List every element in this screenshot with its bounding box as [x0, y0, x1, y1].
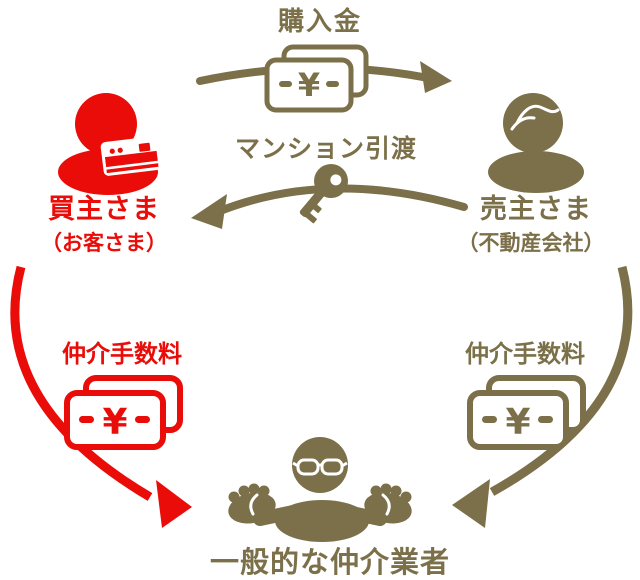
- buyer-fee-arrow-head: [156, 480, 192, 528]
- seller-label: 売主さま: [480, 194, 592, 225]
- seller-hair-line: [510, 116, 536, 131]
- seller-head: [503, 93, 563, 153]
- purchase-money-label: 購入金: [278, 6, 362, 37]
- seller-fee-label: 仲介手数料: [465, 340, 585, 368]
- seller-fee-flow-arrow: [452, 265, 633, 528]
- seller-icon: [488, 93, 584, 193]
- handover-arrow-head: [191, 194, 227, 229]
- buyer-label: 買主さま: [48, 194, 160, 225]
- banknote-dash: [326, 81, 339, 87]
- agent-left-hand: [228, 483, 276, 524]
- yen-symbol: ¥: [505, 402, 530, 443]
- buyer-icon: [58, 93, 162, 195]
- seller-fee-money-icon: ¥: [467, 375, 586, 450]
- agent-right-hand: [364, 483, 412, 524]
- seller-fee-arrow-head: [452, 479, 490, 528]
- banknote-front: [467, 390, 569, 450]
- buyer-sublabel: （お客さま）: [41, 231, 167, 255]
- banknote-front: [64, 390, 166, 450]
- handover-label: マンション引渡: [235, 134, 417, 163]
- banknote-dash: [279, 81, 292, 87]
- agent-label: 一般的な仲介業者: [210, 545, 450, 579]
- buyer-fee-money-icon: ¥: [64, 375, 183, 450]
- buyer-fee-arrow-arc: [10, 265, 153, 501]
- banknote-dash: [135, 416, 150, 423]
- agent-icon: [228, 437, 412, 542]
- seller-sublabel: （不動産会社）: [458, 231, 605, 255]
- buyer-fee-flow-arrow: [10, 265, 192, 528]
- glasses-icon: [292, 458, 348, 476]
- seller-fee-arrow-arc: [489, 265, 633, 496]
- key-icon: [299, 164, 348, 224]
- yen-symbol: ¥: [102, 402, 127, 443]
- buyer-fee-label: 仲介手数料: [62, 340, 182, 368]
- purchase-money-icon: ¥: [264, 44, 369, 113]
- seller-body: [488, 151, 584, 193]
- purchase-arrow-head: [420, 61, 452, 93]
- buyer-head: [75, 93, 137, 155]
- agent-body: [275, 500, 369, 542]
- banknote-dash: [79, 416, 94, 423]
- credit-card-icon: [100, 136, 162, 176]
- seller-hair-line: [515, 104, 560, 125]
- yen-symbol: ¥: [298, 66, 320, 104]
- banknote-dash: [482, 416, 497, 423]
- banknote-front: [264, 57, 354, 113]
- banknote-dash: [538, 416, 553, 423]
